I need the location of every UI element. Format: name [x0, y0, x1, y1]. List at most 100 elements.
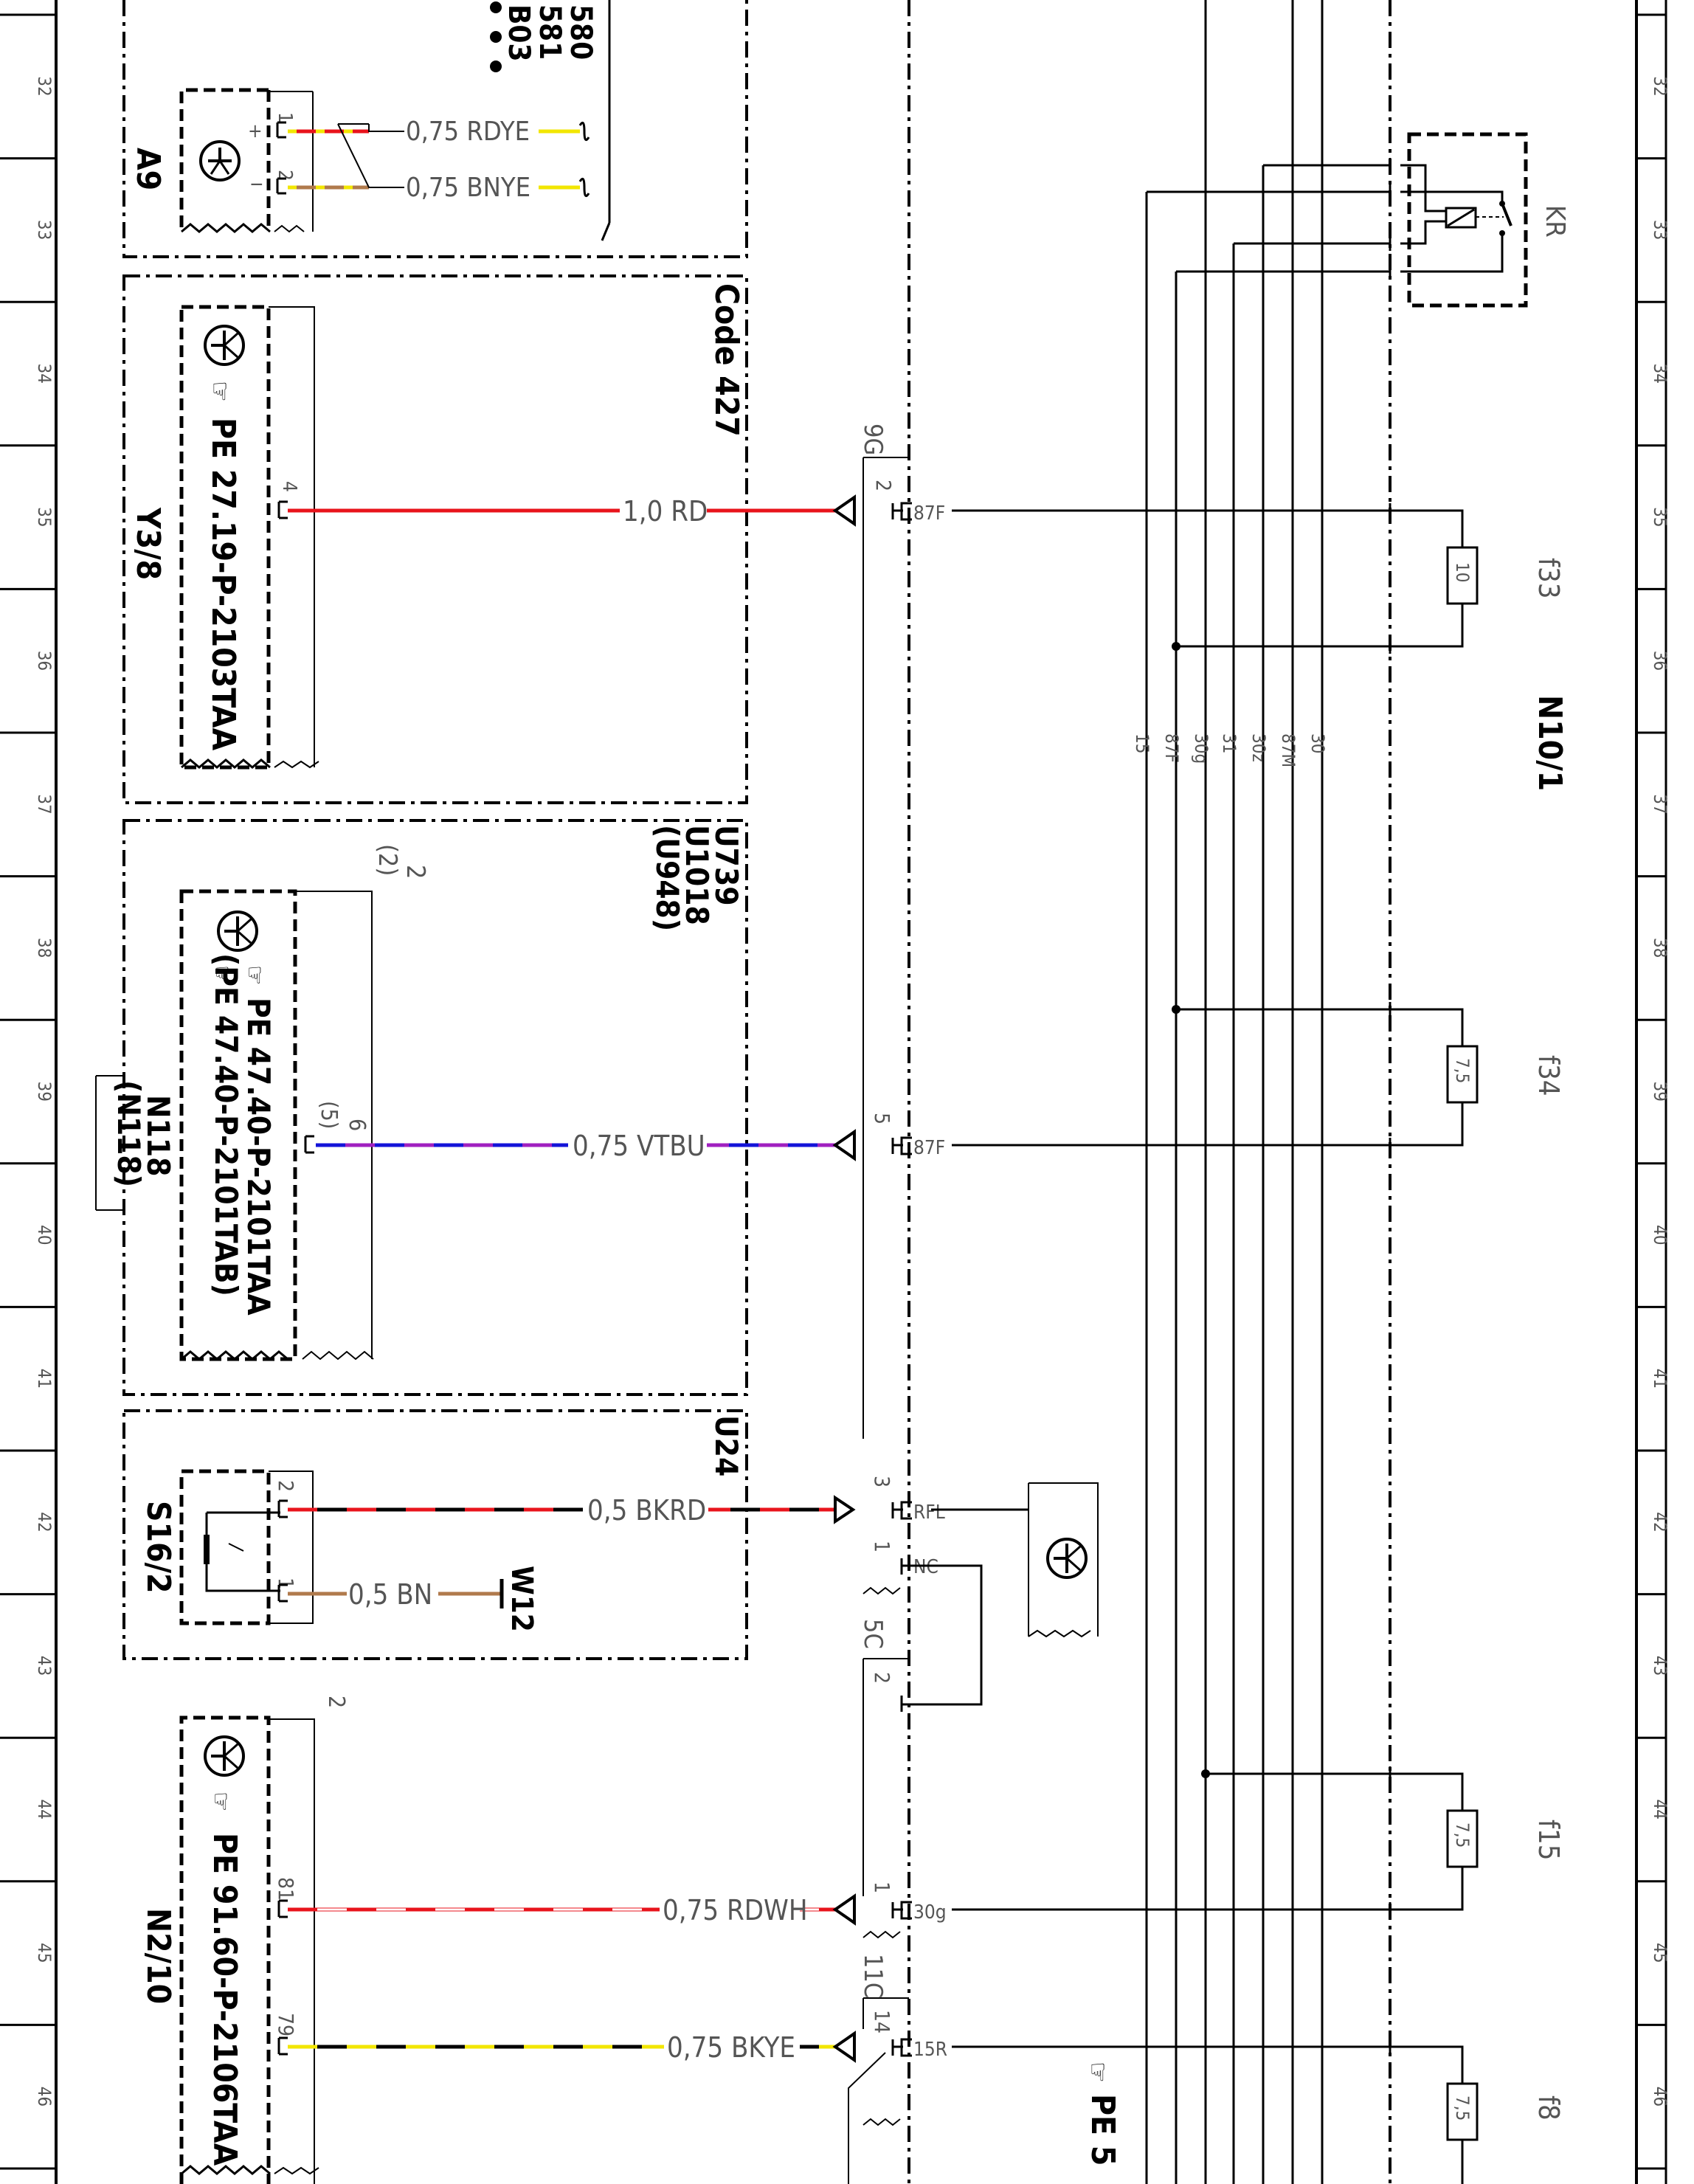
- wire-label-y38: 1,0 RD: [623, 495, 708, 528]
- ruler-number: 45: [1650, 1943, 1670, 1963]
- connector-9g-pin-5: 5: [870, 1113, 894, 1124]
- wire-s162-1: 0,5 BN W12: [288, 1566, 539, 1632]
- n118-pin-6: 6: [344, 1119, 370, 1131]
- ruler-number: 37: [1650, 794, 1670, 814]
- wire-a9-1: 0,75 RDYE: [288, 117, 590, 147]
- y38-pin-4: 4: [278, 481, 300, 492]
- fuse-f34-value: 7,5: [1452, 1058, 1473, 1083]
- n118-pin-top-alt: (2): [373, 844, 402, 876]
- wire-s162-2: 0,5 BKRD: [288, 1492, 848, 1527]
- connector-11c-term-15r: 15R: [913, 2039, 947, 2061]
- fuse-f15-name: f15: [1532, 1820, 1565, 1861]
- fuse-f33-name: f33: [1532, 558, 1565, 599]
- connector-5c-pin-3: 3: [870, 1476, 894, 1487]
- fuse-f33: 10 f33: [1390, 509, 1565, 648]
- transistor-icon: [1046, 1538, 1088, 1579]
- wire-label-a9-1: 0,75 RDYE: [406, 117, 530, 147]
- ruler-number: 41: [34, 1369, 55, 1389]
- wire-y38: 1,0 RD: [288, 493, 848, 528]
- hand-pointer-icon: ☞: [240, 965, 269, 985]
- bus-label-30: 30: [1307, 733, 1328, 753]
- ruler-number: 34: [34, 364, 55, 384]
- fuse-f8-value: 7,5: [1452, 2095, 1473, 2121]
- s162-module-box: U24 S16/2 2 1: [122, 1409, 748, 1660]
- hand-pointer-icon: ☞: [207, 965, 237, 985]
- wire-label-a9-2: 0,75 BNYE: [406, 173, 530, 203]
- connector-5c-term-nc: NC: [913, 1556, 938, 1578]
- connector-5c-pin-2: 2: [870, 1672, 894, 1684]
- kr-relay: KR: [1389, 132, 1570, 308]
- a9-label: A9: [129, 148, 167, 190]
- n210-pin-top: 2: [323, 1696, 349, 1708]
- connector-5c-pin-1: 1: [870, 1541, 894, 1552]
- n118-module-box: U739 U1018 (U948) ☞ ☞ PE 47.40-P-2101TAA…: [95, 819, 748, 1396]
- ruler-number: 44: [34, 1800, 55, 1820]
- ruler-number: 39: [34, 1082, 55, 1102]
- ruler-number: 39: [1650, 1082, 1670, 1102]
- ruler-number: 35: [1650, 507, 1670, 527]
- transistor-icon: [204, 325, 245, 366]
- connector-5c: 3 RFL 1 NC 5C 2: [834, 1476, 1099, 1896]
- s162-label: S16/2: [139, 1501, 177, 1594]
- n118-code-u1018: U1018: [679, 825, 715, 925]
- wire-label-n118: 0,75 VTBU: [573, 1130, 705, 1162]
- hand-pointer-icon: ☞: [1082, 2062, 1113, 2083]
- n118-code-u948: (U948): [649, 825, 685, 931]
- fuse-f8-name: f8: [1532, 2095, 1565, 2121]
- header-code-580: 580: [564, 4, 598, 60]
- n118-code-u739: U739: [708, 825, 744, 906]
- ruler-number: 38: [1650, 938, 1670, 958]
- wire-n210-81: 0,75 RDWH: [288, 1892, 848, 1926]
- n210-component: 2 ☞ PE 91.60-P-2106TAA N2/10 81 79: [139, 1696, 349, 2184]
- fuse-f8: 7,5 f8: [1390, 2045, 1565, 2184]
- ruler-number: 40: [34, 1225, 55, 1245]
- bus-label-30z: 30z: [1248, 733, 1269, 762]
- n118-label-alt: (N118): [111, 1080, 147, 1187]
- ruler-number: 45: [34, 1943, 55, 1963]
- ruler-number: 46: [34, 2087, 55, 2107]
- ruler-number: 32: [1650, 76, 1670, 96]
- connector-9g: 9G 2 87F 5 87F: [832, 424, 945, 1439]
- wire-label-s162-2: 0,5 BKRD: [587, 1494, 706, 1527]
- ruler-number: 37: [34, 794, 55, 814]
- n118-pin-top: 2: [401, 865, 430, 879]
- header-code-b03: B03: [502, 4, 536, 62]
- a9-component: A9 + − 1 2: [129, 88, 314, 233]
- ruler-number: 42: [1650, 1512, 1670, 1532]
- transistor-icon: [204, 1735, 245, 1777]
- n118-pe-reference-alt: (PE 47.40-P-2101TAB): [208, 953, 244, 1296]
- n210-label: N2/10: [139, 1908, 177, 2004]
- n210-pe-reference: PE 91.60-P-2106TAA: [206, 1833, 243, 2166]
- ground-w12-label: W12: [505, 1566, 539, 1632]
- ruler-number: 33: [1650, 220, 1670, 240]
- ruler-number: 42: [34, 1512, 55, 1532]
- y38-pe-reference: PE 27.19-P-2103TAA: [204, 418, 242, 751]
- a9-pin-minus: −: [249, 173, 264, 196]
- n210-pin-79: 79: [274, 2013, 298, 2036]
- n101-label: N10/1: [1531, 695, 1569, 791]
- fuse-f34-name: f34: [1532, 1055, 1565, 1096]
- s162-pin-2: 2: [274, 1480, 298, 1492]
- wire-label-s162-1: 0,5 BN: [348, 1578, 432, 1611]
- ruler-number: 41: [1650, 1369, 1670, 1389]
- connector-9g-pin-2: 2: [871, 480, 896, 491]
- ruler-number: 43: [1650, 1656, 1670, 1676]
- transistor-icon: [217, 910, 258, 952]
- ruler-number: 34: [1650, 364, 1670, 384]
- connector-5c-name: 5C: [858, 1619, 888, 1649]
- ruler-number: 43: [34, 1656, 55, 1676]
- fuse-f34: 7,5 f34: [1390, 1008, 1565, 1147]
- wire-n210-79: 0,75 BKYE: [288, 2029, 848, 2064]
- ruler-number: 32: [34, 76, 55, 96]
- transistor-icon: [199, 140, 241, 182]
- wire-label-n210-81: 0,75 RDWH: [663, 1894, 808, 1926]
- bus-label-31: 31: [1219, 733, 1240, 753]
- s162-code-u24: U24: [708, 1415, 744, 1476]
- connector-11c-pin-14: 14: [870, 2010, 894, 2033]
- header-code-581: 581: [533, 4, 567, 60]
- footer-pe-reference: PE 5: [1084, 2094, 1121, 2166]
- n118-pin-5-alt: (5): [316, 1101, 342, 1129]
